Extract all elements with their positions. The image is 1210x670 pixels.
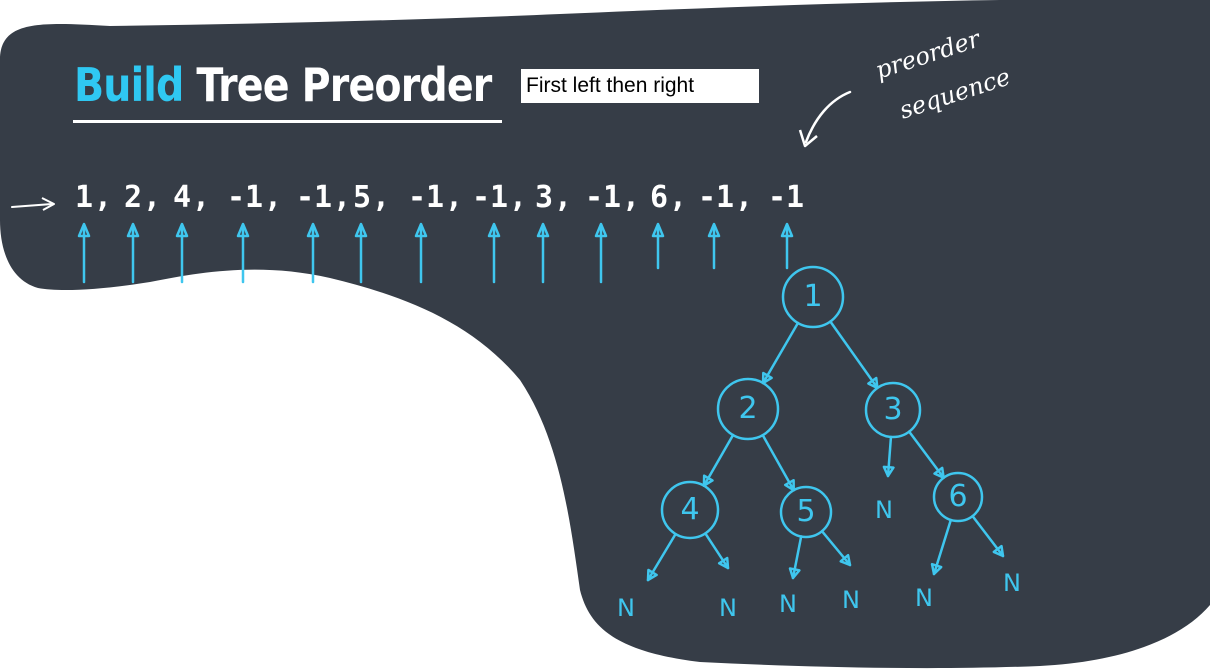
tree-node xyxy=(716,377,780,441)
note-box: First left then right xyxy=(521,69,759,103)
null-child-label: N xyxy=(779,590,797,618)
sequence-separator: , xyxy=(94,180,113,215)
title-rest-words: Tree Preorder xyxy=(196,58,492,112)
null-edge xyxy=(971,514,1005,558)
sequence-item: 3 xyxy=(534,180,554,215)
sequence-separator: , xyxy=(554,180,573,215)
pointer-arrow-icon xyxy=(236,222,250,284)
sequence-item: -1 xyxy=(767,180,805,215)
tree-node xyxy=(660,480,720,540)
sequence-separator: , xyxy=(333,180,352,215)
sequence-item: -1 xyxy=(226,180,264,215)
null-edge xyxy=(882,435,895,478)
tree-node-label: 6 xyxy=(948,479,968,514)
pointer-arrow-icon xyxy=(780,222,794,270)
sequence-item: 5 xyxy=(352,180,372,215)
pointer-arrow-icon xyxy=(594,222,608,284)
pointer-arrow-icon xyxy=(414,222,428,284)
tree-node xyxy=(932,471,984,523)
sequence-separator: , xyxy=(622,180,641,215)
page-title: Build Tree Preorder xyxy=(74,58,492,112)
null-edge xyxy=(704,532,730,570)
pointer-arrow-icon xyxy=(126,222,140,284)
pointer-arrow-icon xyxy=(306,222,320,284)
tree-edge xyxy=(702,433,735,487)
sequence-separator: , xyxy=(445,180,464,215)
tree-edge xyxy=(761,321,800,385)
curved-arrow-icon xyxy=(798,90,852,148)
sequence-item: 6 xyxy=(649,180,669,215)
sequence-item: -1 xyxy=(584,180,622,215)
null-edge xyxy=(820,529,852,567)
tree-node xyxy=(779,485,833,539)
tree-node-label: 4 xyxy=(680,492,700,527)
pointer-arrow-icon xyxy=(487,222,501,284)
sequence-item: -1 xyxy=(697,180,735,215)
null-edge xyxy=(930,518,953,576)
sequence-item: 4 xyxy=(172,180,192,215)
tree-node-label: 3 xyxy=(883,392,903,427)
null-child-label: N xyxy=(617,594,635,622)
null-edge xyxy=(788,535,803,580)
null-child-label: N xyxy=(1003,569,1021,597)
sequence-separator: , xyxy=(192,180,211,215)
sequence-separator: , xyxy=(264,180,283,215)
entry-arrow-icon xyxy=(11,197,55,211)
sequence-item: -1 xyxy=(407,180,445,215)
tree-node xyxy=(864,381,922,439)
sequence-separator: , xyxy=(372,180,391,215)
sequence-separator: , xyxy=(735,180,754,215)
tree-node-label: 5 xyxy=(796,494,816,529)
title-underline xyxy=(73,120,502,123)
title-accent-word: Build xyxy=(74,58,184,112)
pointer-arrow-icon xyxy=(354,222,368,284)
sequence-item: 2 xyxy=(123,180,143,215)
null-child-label: N xyxy=(915,584,933,612)
null-edge xyxy=(646,532,677,582)
tree-node-label: 2 xyxy=(738,391,758,426)
sequence-item: -1 xyxy=(471,180,509,215)
null-child-label: N xyxy=(842,586,860,614)
sequence-separator: , xyxy=(669,180,688,215)
sequence-item: -1 xyxy=(295,180,333,215)
sequence-separator: , xyxy=(509,180,528,215)
tree-node xyxy=(781,265,845,329)
tree-node-label: 1 xyxy=(803,279,823,314)
null-child-label: N xyxy=(719,594,737,622)
tree-edge xyxy=(907,430,945,480)
pointer-arrow-icon xyxy=(651,222,665,270)
tree-edge xyxy=(761,433,795,492)
pointer-arrow-icon xyxy=(175,222,189,284)
pointer-arrow-icon xyxy=(707,222,721,270)
pointer-arrow-icon xyxy=(536,222,550,284)
pointer-arrow-icon xyxy=(77,222,91,284)
tree-edge xyxy=(829,320,879,390)
null-child-label: N xyxy=(875,496,893,524)
sequence-separator: , xyxy=(143,180,162,215)
sequence-item: 1 xyxy=(74,180,94,215)
